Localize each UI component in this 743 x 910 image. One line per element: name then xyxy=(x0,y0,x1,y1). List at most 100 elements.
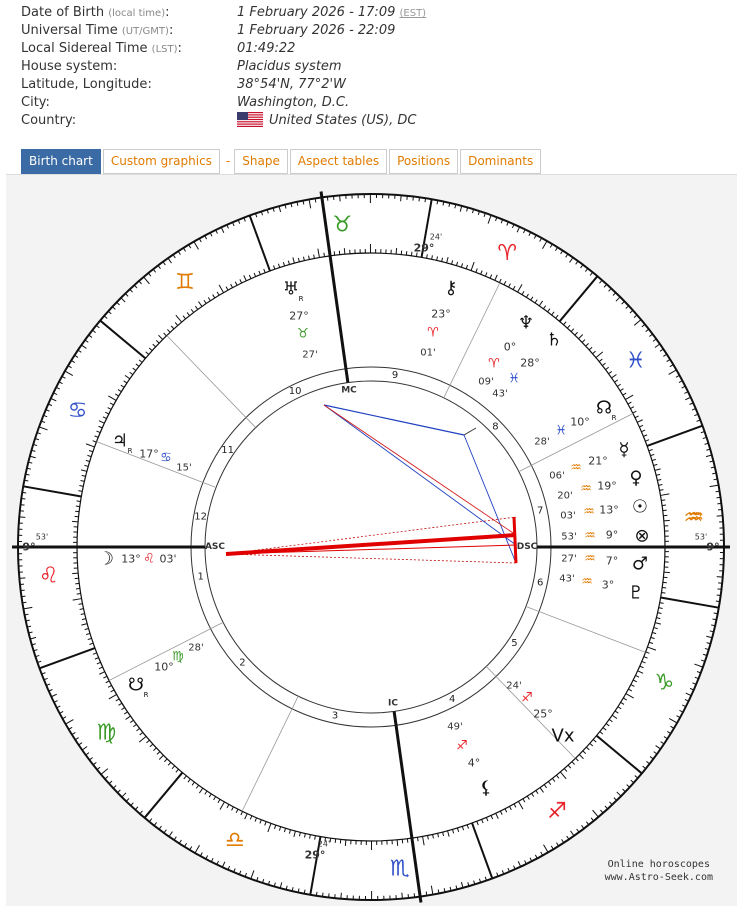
leo-sign-icon: ♌ xyxy=(39,563,59,588)
mercury-degree: 21° xyxy=(588,455,608,468)
moon-minute: 03' xyxy=(159,553,176,566)
credit-line2: www.Astro-Seek.com xyxy=(605,871,713,884)
neptune-icon[interactable]: ♆ xyxy=(518,313,534,334)
ic-minute: 24' xyxy=(318,840,330,849)
north-node-sign: ♓ xyxy=(555,424,567,439)
sun-minute: 03' xyxy=(560,511,575,522)
degree-tick xyxy=(411,252,412,256)
degree-tick xyxy=(402,893,403,899)
lilith-sign: ♐ xyxy=(456,739,468,754)
aries-sign-icon: ♈ xyxy=(497,241,517,266)
degree-tick xyxy=(662,505,666,506)
degree-tick xyxy=(716,491,720,492)
info-label: Universal Time xyxy=(21,23,118,38)
mars-icon[interactable]: ♂ xyxy=(632,554,648,575)
sun-icon[interactable]: ☉ xyxy=(632,497,648,518)
house-number-9: 9 xyxy=(392,370,398,381)
credit-line1: Online horoscopes xyxy=(605,858,713,871)
pluto-minute: 43' xyxy=(559,574,574,585)
uranus-minute: 27' xyxy=(302,350,317,361)
tab-birth-chart[interactable]: Birth chart xyxy=(21,149,101,174)
vertex-icon[interactable]: Vx xyxy=(552,726,575,747)
part-of-fortune-minute: 53' xyxy=(561,532,576,543)
house-number-ring-inner xyxy=(205,381,537,713)
dsc-degree: 9° xyxy=(706,541,719,554)
uranus-sign: ♉ xyxy=(297,327,309,342)
tab-dominants[interactable]: Dominants xyxy=(460,149,541,174)
north-node-icon[interactable]: ☊ xyxy=(596,398,612,419)
info-label: Date of Birth xyxy=(21,5,104,20)
tab-separator: - xyxy=(226,149,230,174)
mars-sign: ♒ xyxy=(584,552,596,567)
tab-aspect-tables[interactable]: Aspect tables xyxy=(290,149,387,174)
pluto-icon[interactable]: ♇ xyxy=(628,583,644,604)
degree-tick xyxy=(77,501,81,502)
degree-tick xyxy=(72,521,78,522)
lilith-minute: 49' xyxy=(447,722,462,733)
pluto-sign: ♒ xyxy=(581,575,593,590)
site-credit: Online horoscopes www.Astro-Seek.com xyxy=(605,858,713,884)
info-value: 01:49:22 xyxy=(237,40,295,58)
timezone-link[interactable]: (EST) xyxy=(400,8,427,19)
chiron-icon[interactable]: ⚷ xyxy=(444,278,457,299)
mercury-minute: 06' xyxy=(549,471,564,482)
tab-positions[interactable]: Positions xyxy=(389,149,458,174)
moon-icon[interactable]: ☽ xyxy=(98,549,114,570)
neptune-minute: 09' xyxy=(478,377,493,388)
degree-tick xyxy=(315,198,316,202)
uranus-degree: 27° xyxy=(289,310,309,323)
info-label: Latitude, Longitude xyxy=(21,77,147,92)
saturn-icon[interactable]: ♄ xyxy=(546,330,562,351)
uranus-icon[interactable]: ♅ xyxy=(283,279,299,300)
south-node-icon[interactable]: ☋ xyxy=(128,675,144,696)
sun-degree: 13° xyxy=(599,504,619,517)
mc-minute: 24' xyxy=(430,233,442,242)
degree-tick xyxy=(324,253,325,257)
degree-tick xyxy=(662,587,666,588)
degree-tick xyxy=(661,592,665,593)
degree-tick xyxy=(664,572,670,573)
lilith-icon[interactable]: ⚸ xyxy=(479,778,492,799)
saturn-degree: 28° xyxy=(520,357,540,370)
mars-minute: 27' xyxy=(561,554,576,565)
venus-degree: 19° xyxy=(597,480,617,493)
degree-tick xyxy=(716,601,720,602)
venus-icon[interactable]: ♀ xyxy=(629,468,642,489)
chiron-degree: 23° xyxy=(431,308,451,321)
jupiter-minute: 15' xyxy=(176,463,191,474)
neptune-sign: ♈ xyxy=(488,357,500,372)
degree-tick xyxy=(425,198,426,202)
venus-minute: 20' xyxy=(557,491,572,502)
info-label: House system xyxy=(21,59,113,74)
tab-custom-graphics[interactable]: Custom graphics xyxy=(103,149,220,174)
chiron-minute: 01' xyxy=(420,348,435,359)
mars-degree: 7° xyxy=(606,555,619,568)
jupiter-icon[interactable]: ♃ xyxy=(112,431,128,452)
info-value: 1 February 2026 - 22:09 xyxy=(237,22,395,40)
moon-sign: ♌ xyxy=(143,552,155,567)
us-flag-icon xyxy=(237,112,263,127)
venus-sign: ♒ xyxy=(580,482,592,497)
mercury-icon[interactable]: ☿ xyxy=(618,440,629,461)
part-of-fortune-degree: 9° xyxy=(606,529,619,542)
degree-tick xyxy=(717,516,723,517)
house-number-10: 10 xyxy=(289,386,302,397)
info-value: Washington, D.C. xyxy=(237,94,349,112)
degree-tick xyxy=(717,595,721,596)
house-number-7: 7 xyxy=(537,506,543,517)
ic-label: IC xyxy=(388,698,398,708)
degree-tick xyxy=(76,506,80,507)
info-value: 1 February 2026 - 17:09 xyxy=(237,5,395,20)
info-label: Country xyxy=(21,113,72,128)
north-node-minute: 28' xyxy=(534,437,549,448)
house-number-11: 11 xyxy=(221,445,234,456)
pluto-degree: 3° xyxy=(602,579,615,592)
part-of-fortune-icon[interactable]: ⊗ xyxy=(634,526,649,547)
pisces-sign-icon: ♓ xyxy=(626,348,646,373)
degree-tick xyxy=(717,577,723,578)
degree-tick xyxy=(72,573,78,574)
fortune-sign-outer: ♒ xyxy=(688,507,704,528)
tab-shape[interactable]: Shape xyxy=(234,149,288,174)
asc-minute: 53' xyxy=(36,533,48,542)
info-value: Placidus system xyxy=(237,58,342,76)
